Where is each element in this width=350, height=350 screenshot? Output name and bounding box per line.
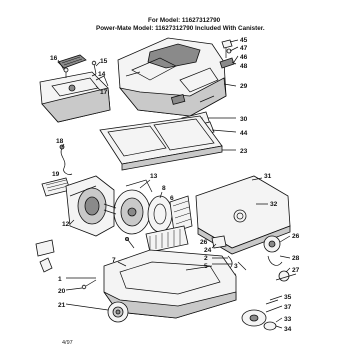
screen-part [145,225,189,253]
callout-48: 48 [240,63,248,70]
callout-28: 28 [292,255,300,262]
callout-30: 30 [240,116,248,123]
callout-12: 12 [62,221,70,228]
callout-35: 35 [284,294,292,301]
callout-29: 29 [240,83,248,90]
canister-base-part [103,249,237,319]
callout-24: 24 [204,247,212,254]
wheel-part [107,301,129,323]
callout-44: 44 [240,130,248,137]
callout-14: 14 [98,71,106,78]
cord-part [59,144,73,175]
callout-45: 45 [240,37,248,44]
filter-tray-part [99,115,223,171]
callout-2: 2 [204,255,208,262]
callout-20: 20 [58,288,66,295]
motor-filter-part [169,195,193,233]
screw-part [125,236,135,249]
callout-31: 31 [264,173,272,180]
callout-32: 32 [270,201,278,208]
callout-6: 6 [170,195,174,202]
canister-top-housing [117,37,227,117]
motor-housing-part [65,175,115,237]
bag-holder-part [263,235,297,282]
callout-8: 8 [162,185,166,192]
callout-34: 34 [284,326,292,333]
small-hardware-part [219,39,235,69]
callout-18: 18 [56,138,64,145]
motor-part [103,179,153,235]
handle-part [57,54,87,69]
motor-gasket-part [147,195,173,233]
callout-27: 27 [292,267,300,274]
header-model-line: For Model: 11627312790 [148,17,221,24]
leader-lines [57,39,291,329]
callout-3: 3 [234,263,238,270]
caster-part [241,299,279,331]
callout-15: 15 [100,58,108,65]
fastener-part [63,60,97,78]
callout-5: 5 [204,263,208,270]
footer-date: 4/97 [62,340,73,346]
callout-23: 23 [240,148,248,155]
callout-46: 46 [240,54,248,61]
callout-16: 16 [50,55,58,62]
callout-26-upper: 26 [292,233,300,240]
callout-17: 17 [100,89,108,96]
top-cover-part [39,71,111,123]
small-bracket-part [35,239,55,273]
callout-26-lower: 26 [200,239,208,246]
callout-1: 1 [58,276,62,283]
swivel-part [81,279,97,290]
callout-21: 21 [58,302,66,309]
callout-47: 47 [240,45,248,52]
callout-37: 37 [284,304,292,311]
callout-19-upper: 19 [52,171,60,178]
callout-7: 7 [112,257,116,264]
callout-13: 13 [150,173,158,180]
header-powermate-line: Power-Mate Model: 11627312790 Included W… [96,25,265,32]
callout-33: 33 [284,316,292,323]
